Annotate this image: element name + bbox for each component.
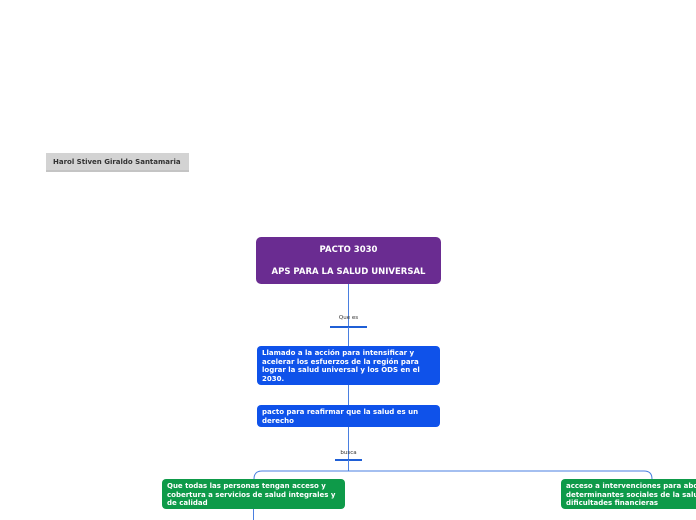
branch-left-line [253,470,349,480]
topic-definition[interactable]: Llamado a la acción para intensificar y … [257,346,440,385]
author-name-topic[interactable]: Harol Stiven Giraldo Santamaria [46,153,189,172]
topic-pact[interactable]: pacto para reafirmar que la salud es un … [257,405,440,427]
central-topic-title: PACTO 3030 [319,245,378,255]
topic-interventions[interactable]: acceso a intervenciones para abordar det… [561,479,696,509]
topic-access[interactable]: Que todas las personas tengan acceso y c… [162,479,345,509]
connector-label-busca: busca [340,450,357,456]
connector-label-que-es: Que es [338,315,359,321]
branch-right-line [348,470,653,480]
central-topic-subtitle: APS PARA LA SALUD UNIVERSAL [271,267,426,277]
central-topic[interactable]: PACTO 3030 APS PARA LA SALUD UNIVERSAL [256,237,441,284]
